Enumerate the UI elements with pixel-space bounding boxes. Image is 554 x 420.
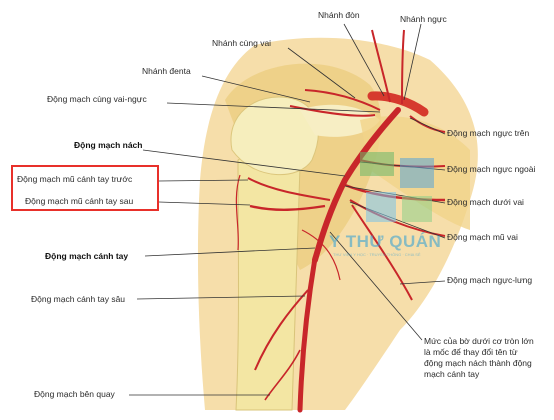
label-nhanh-nguc: Nhánh ngực (400, 14, 447, 24)
label-dm-canh-tay: Động mạch cánh tay (45, 251, 129, 261)
label-dm-mu-vai: Động mạch mũ vai (447, 232, 518, 242)
note-level-marker: Mức của bờ dưới cơ tròn lớn là mốc để th… (424, 336, 534, 379)
vessel-nhanh-nguc (401, 29, 405, 105)
vessel-ben-quay (264, 349, 301, 401)
brachial-artery (297, 255, 318, 413)
label-dm-nguc-tren: Động mạch ngực trên (447, 128, 530, 138)
label-dm-mu-canh-tay-truoc: Động mạch mũ cánh tay trước (17, 174, 133, 184)
vessel-mu-sau (249, 204, 326, 211)
vessel-muscular-2 (301, 229, 341, 281)
vessel-mu-truoc (247, 177, 331, 201)
label-dm-nguc-ngoai: Động mạch ngực ngoài (447, 164, 536, 174)
vessel-denta (289, 105, 376, 117)
vessel-nhanh-don (371, 29, 391, 103)
coracoid-region (300, 104, 380, 137)
watermark-tagline: THƯ VIỆN Y HỌC · TRUYỀN THÔNG · CHIA SẺ (333, 252, 421, 257)
label-dm-nguc-lung: Động mạch ngực-lưng (447, 275, 533, 285)
label-nhanh-cung-vai: Nhánh cùng vai (212, 38, 272, 48)
label-dm-cung-vai-nguc: Động mạch cùng vai-ngực (47, 94, 147, 104)
axillary-artery (312, 107, 401, 263)
highlight-box (11, 165, 159, 211)
vessel-nguc-lung (351, 204, 413, 301)
label-dm-ben-quay: Động mạch bên quay (34, 389, 115, 399)
vessel-muscular-1 (235, 174, 241, 251)
vessel-nguc-tren (409, 115, 446, 133)
watermark-brand: Y THƯ QUÁN (329, 232, 442, 251)
label-dm-mu-canh-tay-sau: Động mạch mũ cánh tay sau (25, 196, 134, 206)
subclavian-vessel (367, 91, 429, 117)
label-nhanh-denta: Nhánh đenta (142, 66, 191, 76)
watermark-logo-icon (360, 152, 434, 222)
label-nhanh-don: Nhánh đòn (318, 10, 360, 20)
label-dm-canh-tay-sau: Động mạch cánh tay sâu (31, 294, 126, 304)
vessel-cung-vai (304, 89, 381, 111)
label-dm-duoi-vai: Động mạch dưới vai (447, 197, 524, 207)
label-dm-nach: Động mạch nách (74, 140, 143, 150)
